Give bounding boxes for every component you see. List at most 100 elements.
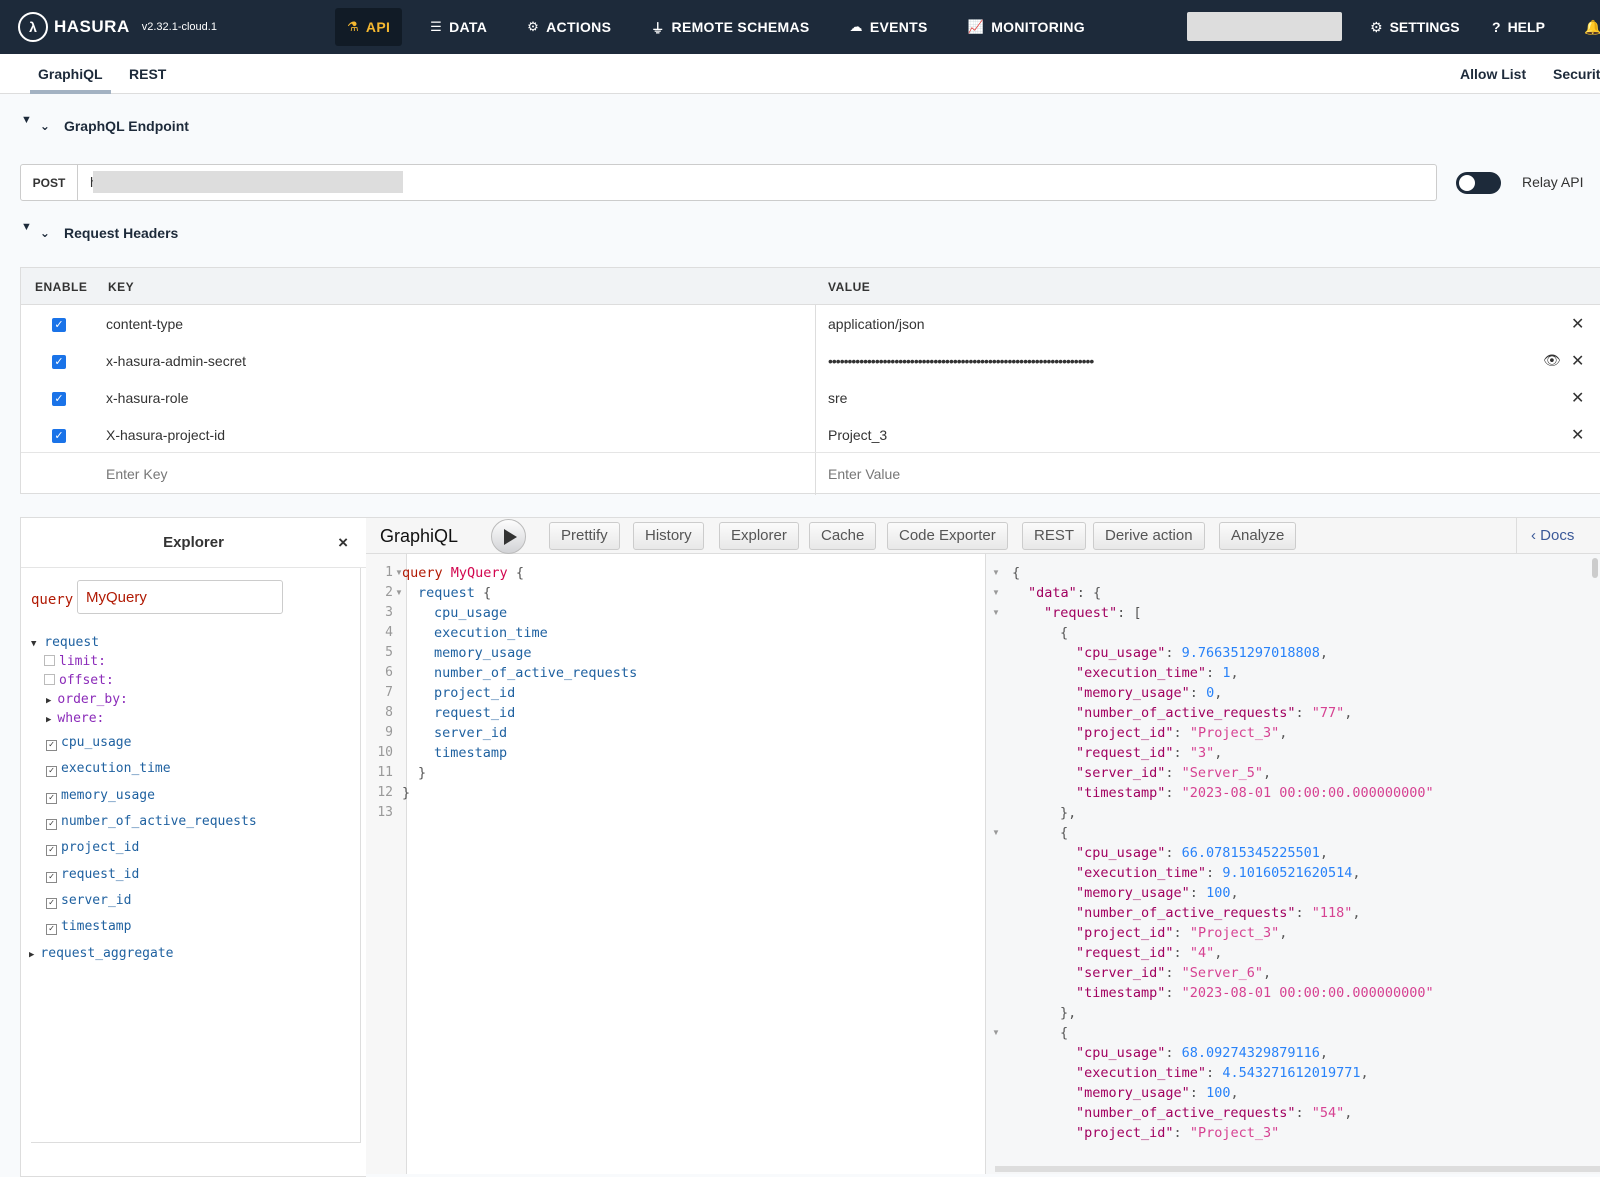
redacted-project-box[interactable] <box>1187 12 1342 41</box>
remove-header-icon[interactable]: ✕ <box>1571 390 1585 407</box>
header-value[interactable]: sre <box>828 390 848 406</box>
table-row: ✓ X-hasura-project-id Project_3 ✕ <box>21 416 1600 453</box>
code-line: request_id <box>434 703 515 723</box>
enter-value-input[interactable]: Enter Value <box>828 466 901 482</box>
explorer-tree: query MyQuery ▼ request limit: offset: ▶… <box>29 568 361 1143</box>
line-number-gutter <box>366 554 407 1174</box>
col-enable: ENABLE <box>35 280 88 294</box>
notification-bell-icon[interactable]: 🔔 <box>1584 18 1600 35</box>
code-exporter-button[interactable]: Code Exporter <box>887 522 1008 550</box>
cache-button[interactable]: Cache <box>809 522 877 550</box>
hasura-logo[interactable]: λ HASURA v2.32.1-cloud.1 <box>18 0 217 54</box>
enable-checkbox[interactable]: ✓ <box>52 318 66 332</box>
json-line: "execution_time": 1, <box>1076 663 1239 683</box>
fold-arrow-icon[interactable]: ▼ <box>992 588 1000 597</box>
caret-down-icon: ▼ <box>31 639 37 649</box>
enter-key-input[interactable]: Enter Key <box>106 466 168 482</box>
fold-arrow-icon[interactable]: ▼ <box>395 568 403 577</box>
field-cpu-usage[interactable]: ✓cpu_usage <box>46 735 131 751</box>
field-request-id[interactable]: ✓request_id <box>46 867 139 883</box>
history-button[interactable]: History <box>633 522 704 550</box>
line-number: 2 <box>385 585 393 600</box>
nav-events-label: EVENTS <box>869 19 928 35</box>
fold-arrow-icon[interactable]: ▼ <box>992 568 1000 577</box>
remove-header-icon[interactable]: ✕ <box>1571 353 1585 370</box>
field-execution-time[interactable]: ✓execution_time <box>46 761 171 777</box>
horizontal-scrollbar[interactable] <box>995 1166 1600 1172</box>
nav-remote-schemas[interactable]: ⏚REMOTE SCHEMAS <box>639 8 821 46</box>
remove-header-icon[interactable]: ✕ <box>1571 427 1585 444</box>
result-pane[interactable]: ▼{▼"data": {▼"request": [{"cpu_usage": 9… <box>986 554 1600 1174</box>
nav-events[interactable]: ☁EVENTS <box>838 8 940 46</box>
endpoint-section-header[interactable]: ▼ ⌄ GraphQL Endpoint <box>21 114 189 134</box>
fold-arrow-icon[interactable]: ▼ <box>992 608 1000 617</box>
field-number-of-active-requests[interactable]: ✓number_of_active_requests <box>46 814 257 830</box>
header-key[interactable]: content-type <box>106 316 184 332</box>
remove-header-icon[interactable]: ✕ <box>1571 316 1585 333</box>
json-punct: : <box>1173 1125 1190 1141</box>
arg-where[interactable]: ▶where: <box>46 711 104 726</box>
show-secret-eye-icon[interactable]: 👁 <box>1543 352 1561 368</box>
analyze-button[interactable]: Analyze <box>1219 522 1297 550</box>
json-brace: { <box>1012 565 1021 581</box>
rest-button[interactable]: REST <box>1022 522 1087 550</box>
toggle-knob <box>1459 175 1475 191</box>
close-icon[interactable]: × <box>338 533 348 552</box>
relay-api-toggle[interactable] <box>1456 172 1501 194</box>
header-key[interactable]: x-hasura-role <box>106 390 189 406</box>
field-memory-usage[interactable]: ✓memory_usage <box>46 788 155 804</box>
docs-button[interactable]: ‹ Docs <box>1516 518 1600 554</box>
field-name: request_id <box>434 705 516 721</box>
enable-checkbox[interactable]: ✓ <box>52 429 66 443</box>
field-server-id[interactable]: ✓server_id <box>46 893 131 909</box>
header-value[interactable]: ••••••••••••••••••••••••••••••••••••••••… <box>828 353 1094 369</box>
arg-offset[interactable]: offset: <box>44 673 114 688</box>
nav-monitoring[interactable]: 📈MONITORING <box>956 8 1097 46</box>
tab-allow-list[interactable]: Allow List <box>1460 66 1527 82</box>
header-key[interactable]: X-hasura-project-id <box>106 427 226 443</box>
fold-arrow-icon[interactable]: ▼ <box>992 828 1000 837</box>
field-label: number_of_active_requests <box>61 814 257 829</box>
operation-name: MyQuery <box>450 565 508 581</box>
endpoint-url-input[interactable]: h <box>78 165 1436 200</box>
derive-action-button[interactable]: Derive action <box>1093 522 1205 550</box>
fold-arrow-icon[interactable]: ▼ <box>992 1028 1000 1037</box>
code-line: execution_time <box>434 623 548 643</box>
tab-graphiql[interactable]: GraphiQL <box>30 54 111 94</box>
enable-checkbox[interactable]: ✓ <box>52 355 66 369</box>
headers-section-header[interactable]: ▼ ⌄ Request Headers <box>21 221 178 241</box>
json-value: "Project_3" <box>1189 925 1280 941</box>
execute-query-button[interactable] <box>491 519 526 554</box>
field-project-id[interactable]: ✓project_id <box>46 840 139 856</box>
nav-help[interactable]: ?HELP <box>1492 8 1545 46</box>
tab-rest[interactable]: REST <box>129 66 167 82</box>
nav-data[interactable]: ☰DATA <box>418 8 499 46</box>
table-row: ✓ x-hasura-role sre ✕ <box>21 379 1600 416</box>
arg-order-by[interactable]: ▶order_by: <box>46 692 128 707</box>
tab-security[interactable]: Security <box>1553 66 1600 82</box>
nav-api[interactable]: ⚗API <box>334 8 403 46</box>
explorer-panel: Explorer × query MyQuery ▼ request limit… <box>20 517 366 1177</box>
arg-label: offset: <box>59 673 114 688</box>
tree-request-aggregate[interactable]: ▶request_aggregate <box>29 946 173 961</box>
json-line: "memory_usage": 0, <box>1076 683 1222 703</box>
json-line: "request_id": "4", <box>1076 943 1222 963</box>
vertical-scrollbar[interactable] <box>1592 558 1598 578</box>
prettify-button[interactable]: Prettify <box>549 522 620 550</box>
tree-root-request[interactable]: ▼ request <box>31 635 99 650</box>
header-value[interactable]: Project_3 <box>828 427 888 443</box>
explorer-button[interactable]: Explorer <box>719 522 799 550</box>
nav-settings[interactable]: ⚙SETTINGS <box>1370 8 1460 46</box>
json-punct: : <box>1173 925 1190 941</box>
header-value[interactable]: application/json <box>828 316 925 332</box>
enable-checkbox[interactable]: ✓ <box>52 392 66 406</box>
json-brace: { <box>1060 1025 1069 1041</box>
fold-arrow-icon[interactable]: ▼ <box>395 588 403 597</box>
query-name-input[interactable]: MyQuery <box>77 580 283 614</box>
nav-actions[interactable]: ⚙ACTIONS <box>515 8 623 46</box>
line-number: 8 <box>385 705 393 720</box>
field-timestamp[interactable]: ✓timestamp <box>46 919 131 935</box>
header-key[interactable]: x-hasura-admin-secret <box>106 353 247 369</box>
arg-limit[interactable]: limit: <box>44 654 106 669</box>
